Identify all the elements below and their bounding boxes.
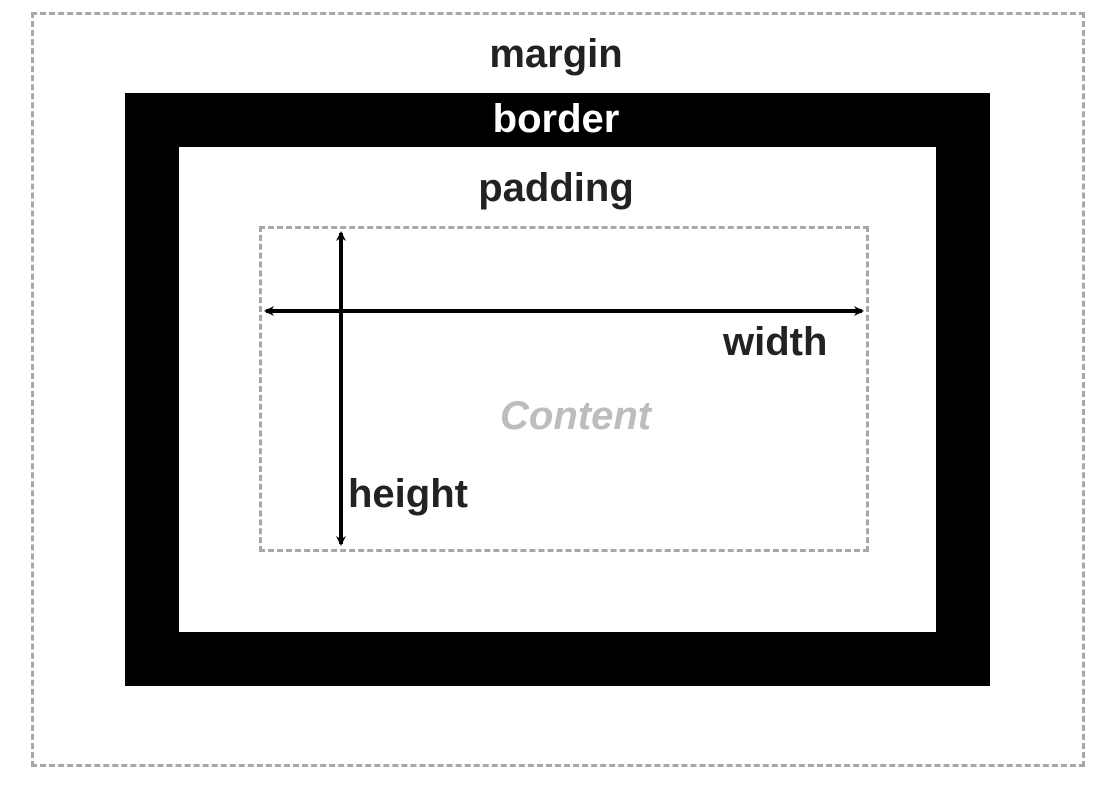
content-area xyxy=(259,226,869,552)
margin-label: margin xyxy=(489,32,623,76)
margin-area xyxy=(31,12,1085,767)
content-label: Content xyxy=(500,394,652,438)
height-label: height xyxy=(348,472,468,516)
padding-label: padding xyxy=(478,166,634,210)
border-label: border xyxy=(492,97,620,141)
width-label: width xyxy=(723,320,828,364)
